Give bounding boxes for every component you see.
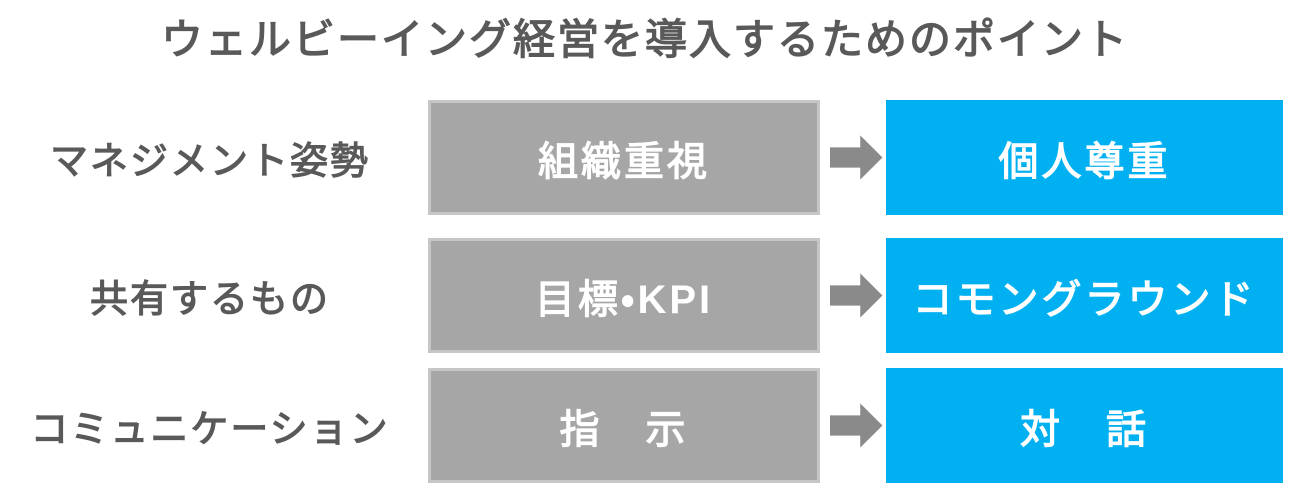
row-label: マネジメント姿勢 bbox=[49, 141, 370, 183]
right-arrow-icon bbox=[829, 135, 883, 180]
after-box: 対 話 bbox=[886, 368, 1283, 483]
before-box-label: 目標・KPI bbox=[534, 277, 714, 322]
before-box: 目標・KPI bbox=[428, 238, 820, 353]
row-label: コミュニケーション bbox=[30, 409, 390, 451]
after-box-label: 対 話 bbox=[1020, 407, 1149, 452]
arrow-zone bbox=[826, 238, 886, 353]
arrow-zone bbox=[826, 100, 886, 215]
before-box: 組織重視 bbox=[428, 100, 820, 215]
right-arrow-icon bbox=[829, 273, 883, 318]
arrow-zone bbox=[826, 368, 886, 483]
after-box-label: コモングラウンド bbox=[912, 277, 1257, 322]
before-box-label: 組織重視 bbox=[538, 139, 710, 184]
before-box: 指 示 bbox=[428, 368, 820, 483]
after-box: 個人尊重 bbox=[886, 100, 1283, 215]
diagram-title: ウェルビーイング経営を導入するためのポイント bbox=[160, 16, 1129, 63]
diagram-row-communication: コミュニケーション 指 示 対 話 bbox=[0, 368, 1290, 483]
diagram-row-shared: 共有するもの 目標・KPI コモングラウンド bbox=[0, 238, 1290, 353]
after-box: コモングラウンド bbox=[886, 238, 1283, 353]
diagram-row-management: マネジメント姿勢 組織重視 個人尊重 bbox=[0, 100, 1290, 215]
after-box-label: 個人尊重 bbox=[998, 139, 1171, 184]
right-arrow-icon bbox=[829, 403, 883, 448]
row-label: 共有するもの bbox=[89, 279, 330, 321]
before-box-label: 指 示 bbox=[559, 407, 689, 452]
